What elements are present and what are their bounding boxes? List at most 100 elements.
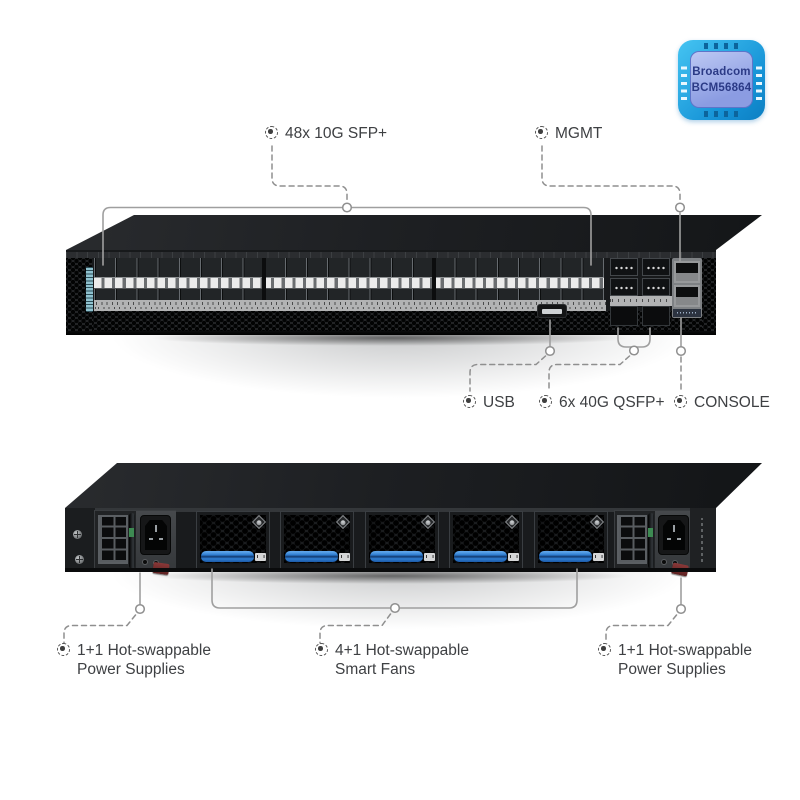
rear-top-lip bbox=[65, 508, 716, 512]
bullseye-icon bbox=[57, 643, 70, 656]
psu-switch bbox=[142, 559, 148, 565]
mgmt-console-panel bbox=[672, 258, 702, 318]
fan-handle bbox=[370, 551, 423, 562]
qsfp-label-strip bbox=[610, 296, 672, 306]
c14-socket-icon bbox=[145, 520, 167, 550]
bullseye-icon bbox=[535, 126, 548, 139]
chip-vendor: Broadcom bbox=[692, 65, 751, 78]
fan-label bbox=[339, 553, 350, 561]
psu-switch bbox=[661, 559, 667, 565]
ac-inlet bbox=[140, 515, 171, 555]
psu-left bbox=[94, 510, 176, 576]
chip-die: Broadcom BCM56864 bbox=[690, 51, 753, 108]
fan-label bbox=[255, 553, 266, 561]
sfp-group-gap bbox=[432, 258, 436, 300]
qsfp-port bbox=[642, 258, 670, 276]
sfp-group-gap bbox=[262, 258, 266, 300]
usb-port bbox=[537, 304, 567, 318]
fan-module bbox=[280, 511, 354, 569]
bullseye-icon bbox=[674, 395, 687, 408]
sfp-latch-band bbox=[94, 277, 604, 289]
qsfp-port bbox=[610, 306, 638, 326]
psu-sticker bbox=[129, 528, 134, 537]
bullseye-icon bbox=[315, 643, 328, 656]
rear-right-rack-ear bbox=[690, 508, 716, 572]
rj45-label-plate bbox=[673, 309, 701, 317]
bullseye-icon bbox=[598, 643, 611, 656]
fan-handle bbox=[201, 551, 254, 562]
front-panel bbox=[66, 250, 716, 335]
qsfp-port bbox=[642, 306, 670, 326]
callout-psu-left: 1+1 Hot-swappable Power Supplies bbox=[57, 641, 211, 679]
model-label-strip bbox=[86, 267, 93, 312]
front-top-surface bbox=[66, 215, 762, 250]
fan-label bbox=[424, 553, 435, 561]
mgmt-dashed-line bbox=[541, 145, 681, 201]
psu-vent-grid bbox=[617, 515, 647, 564]
callout-fans-line2: Smart Fans bbox=[335, 661, 416, 678]
callout-fans-line1: 4+1 Hot-swappable bbox=[335, 642, 469, 659]
psu-handle bbox=[129, 513, 135, 569]
rear-panel bbox=[65, 508, 716, 577]
fan-module bbox=[365, 511, 439, 569]
fan-handle bbox=[454, 551, 507, 562]
chip-pins-top bbox=[704, 43, 740, 49]
port-number-strip bbox=[94, 300, 606, 311]
bullseye-icon bbox=[463, 395, 476, 408]
chip-pins-left bbox=[681, 62, 687, 100]
chip-pins-right bbox=[756, 62, 762, 100]
fan-module bbox=[534, 511, 608, 569]
rear-left-rack-ear bbox=[65, 508, 95, 572]
callout-psu-left-line2: Power Supplies bbox=[77, 661, 185, 678]
fan-module bbox=[196, 511, 270, 569]
front-right-vent bbox=[702, 258, 716, 331]
callout-console: CONSOLE bbox=[674, 393, 770, 412]
qsfp-port-block bbox=[610, 258, 672, 326]
callout-qsfp-label: 6x 40G QSFP+ bbox=[559, 394, 665, 411]
psu-vent-grid bbox=[98, 515, 128, 564]
qsfp-port bbox=[642, 278, 670, 296]
callout-sfp: 48x 10G SFP+ bbox=[265, 124, 387, 143]
callout-psu-left-line1: 1+1 Hot-swappable bbox=[77, 642, 211, 659]
rear-bottom-edge bbox=[65, 568, 716, 572]
sfp-port-block bbox=[94, 258, 604, 300]
front-backdrop-glow bbox=[30, 334, 770, 429]
callout-usb-label: USB bbox=[483, 394, 515, 411]
usb-connector-tongue bbox=[542, 309, 562, 314]
ac-inlet bbox=[658, 515, 689, 555]
callout-mgmt-label: MGMT bbox=[555, 125, 603, 142]
mgmt-port bbox=[674, 261, 700, 283]
callout-psu-right: 1+1 Hot-swappable Power Supplies bbox=[598, 641, 752, 679]
fan-module bbox=[449, 511, 523, 569]
connector-node bbox=[674, 202, 686, 213]
callout-usb: USB bbox=[463, 393, 515, 412]
rear-top-surface bbox=[65, 463, 762, 508]
connector-node bbox=[341, 202, 353, 213]
screw-icon bbox=[75, 555, 84, 564]
screw-icon bbox=[73, 530, 82, 539]
console-port bbox=[674, 285, 700, 307]
fan-handle bbox=[539, 551, 592, 562]
broadcom-chip-icon: Broadcom BCM56864 bbox=[678, 40, 765, 120]
fan-label bbox=[508, 553, 519, 561]
fan-handle bbox=[285, 551, 338, 562]
c14-socket-icon bbox=[663, 520, 685, 550]
bullseye-icon bbox=[265, 126, 278, 139]
chip-pins-bottom bbox=[704, 111, 740, 117]
sfp-dashed-line bbox=[271, 145, 348, 201]
chip-model: BCM56864 bbox=[691, 81, 752, 94]
callout-psu-right-line2: Power Supplies bbox=[618, 661, 726, 678]
callout-psu-right-line1: 1+1 Hot-swappable bbox=[618, 642, 752, 659]
callout-console-label: CONSOLE bbox=[694, 394, 770, 411]
side-label-text bbox=[701, 518, 703, 562]
callout-sfp-label: 48x 10G SFP+ bbox=[285, 125, 388, 142]
fan-label bbox=[593, 553, 604, 561]
psu-right bbox=[614, 510, 690, 577]
bullseye-icon bbox=[539, 395, 552, 408]
qsfp-port bbox=[610, 278, 638, 296]
qsfp-port bbox=[610, 258, 638, 276]
callout-fans: 4+1 Hot-swappable Smart Fans bbox=[315, 641, 469, 679]
callout-mgmt: MGMT bbox=[535, 124, 602, 143]
callout-qsfp: 6x 40G QSFP+ bbox=[539, 393, 665, 412]
